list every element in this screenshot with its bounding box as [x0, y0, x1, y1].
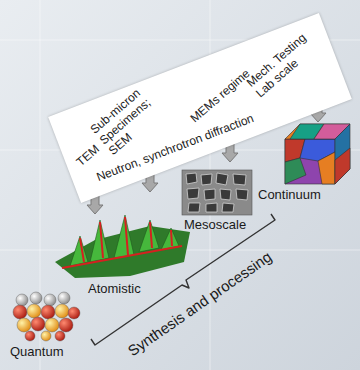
quantum-atoms [13, 292, 80, 341]
scale-name: Continuum [258, 187, 321, 202]
technique-band: TEMSub-micron Specimens; SEMMEMs regimeM… [48, 13, 352, 203]
bracket-label: Synthesis and processing [124, 247, 274, 359]
scale-name: Quantum [10, 344, 63, 359]
scale-name: Mesoscale [184, 217, 246, 232]
continuum-cube [285, 124, 350, 184]
mesoscale-micrograph [182, 170, 252, 215]
scale-name: Atomistic [88, 281, 141, 296]
scale-label: Mech. Testing Lab scale [245, 28, 323, 101]
atomistic-surface [55, 215, 190, 278]
scale-label: TEM [74, 143, 102, 170]
